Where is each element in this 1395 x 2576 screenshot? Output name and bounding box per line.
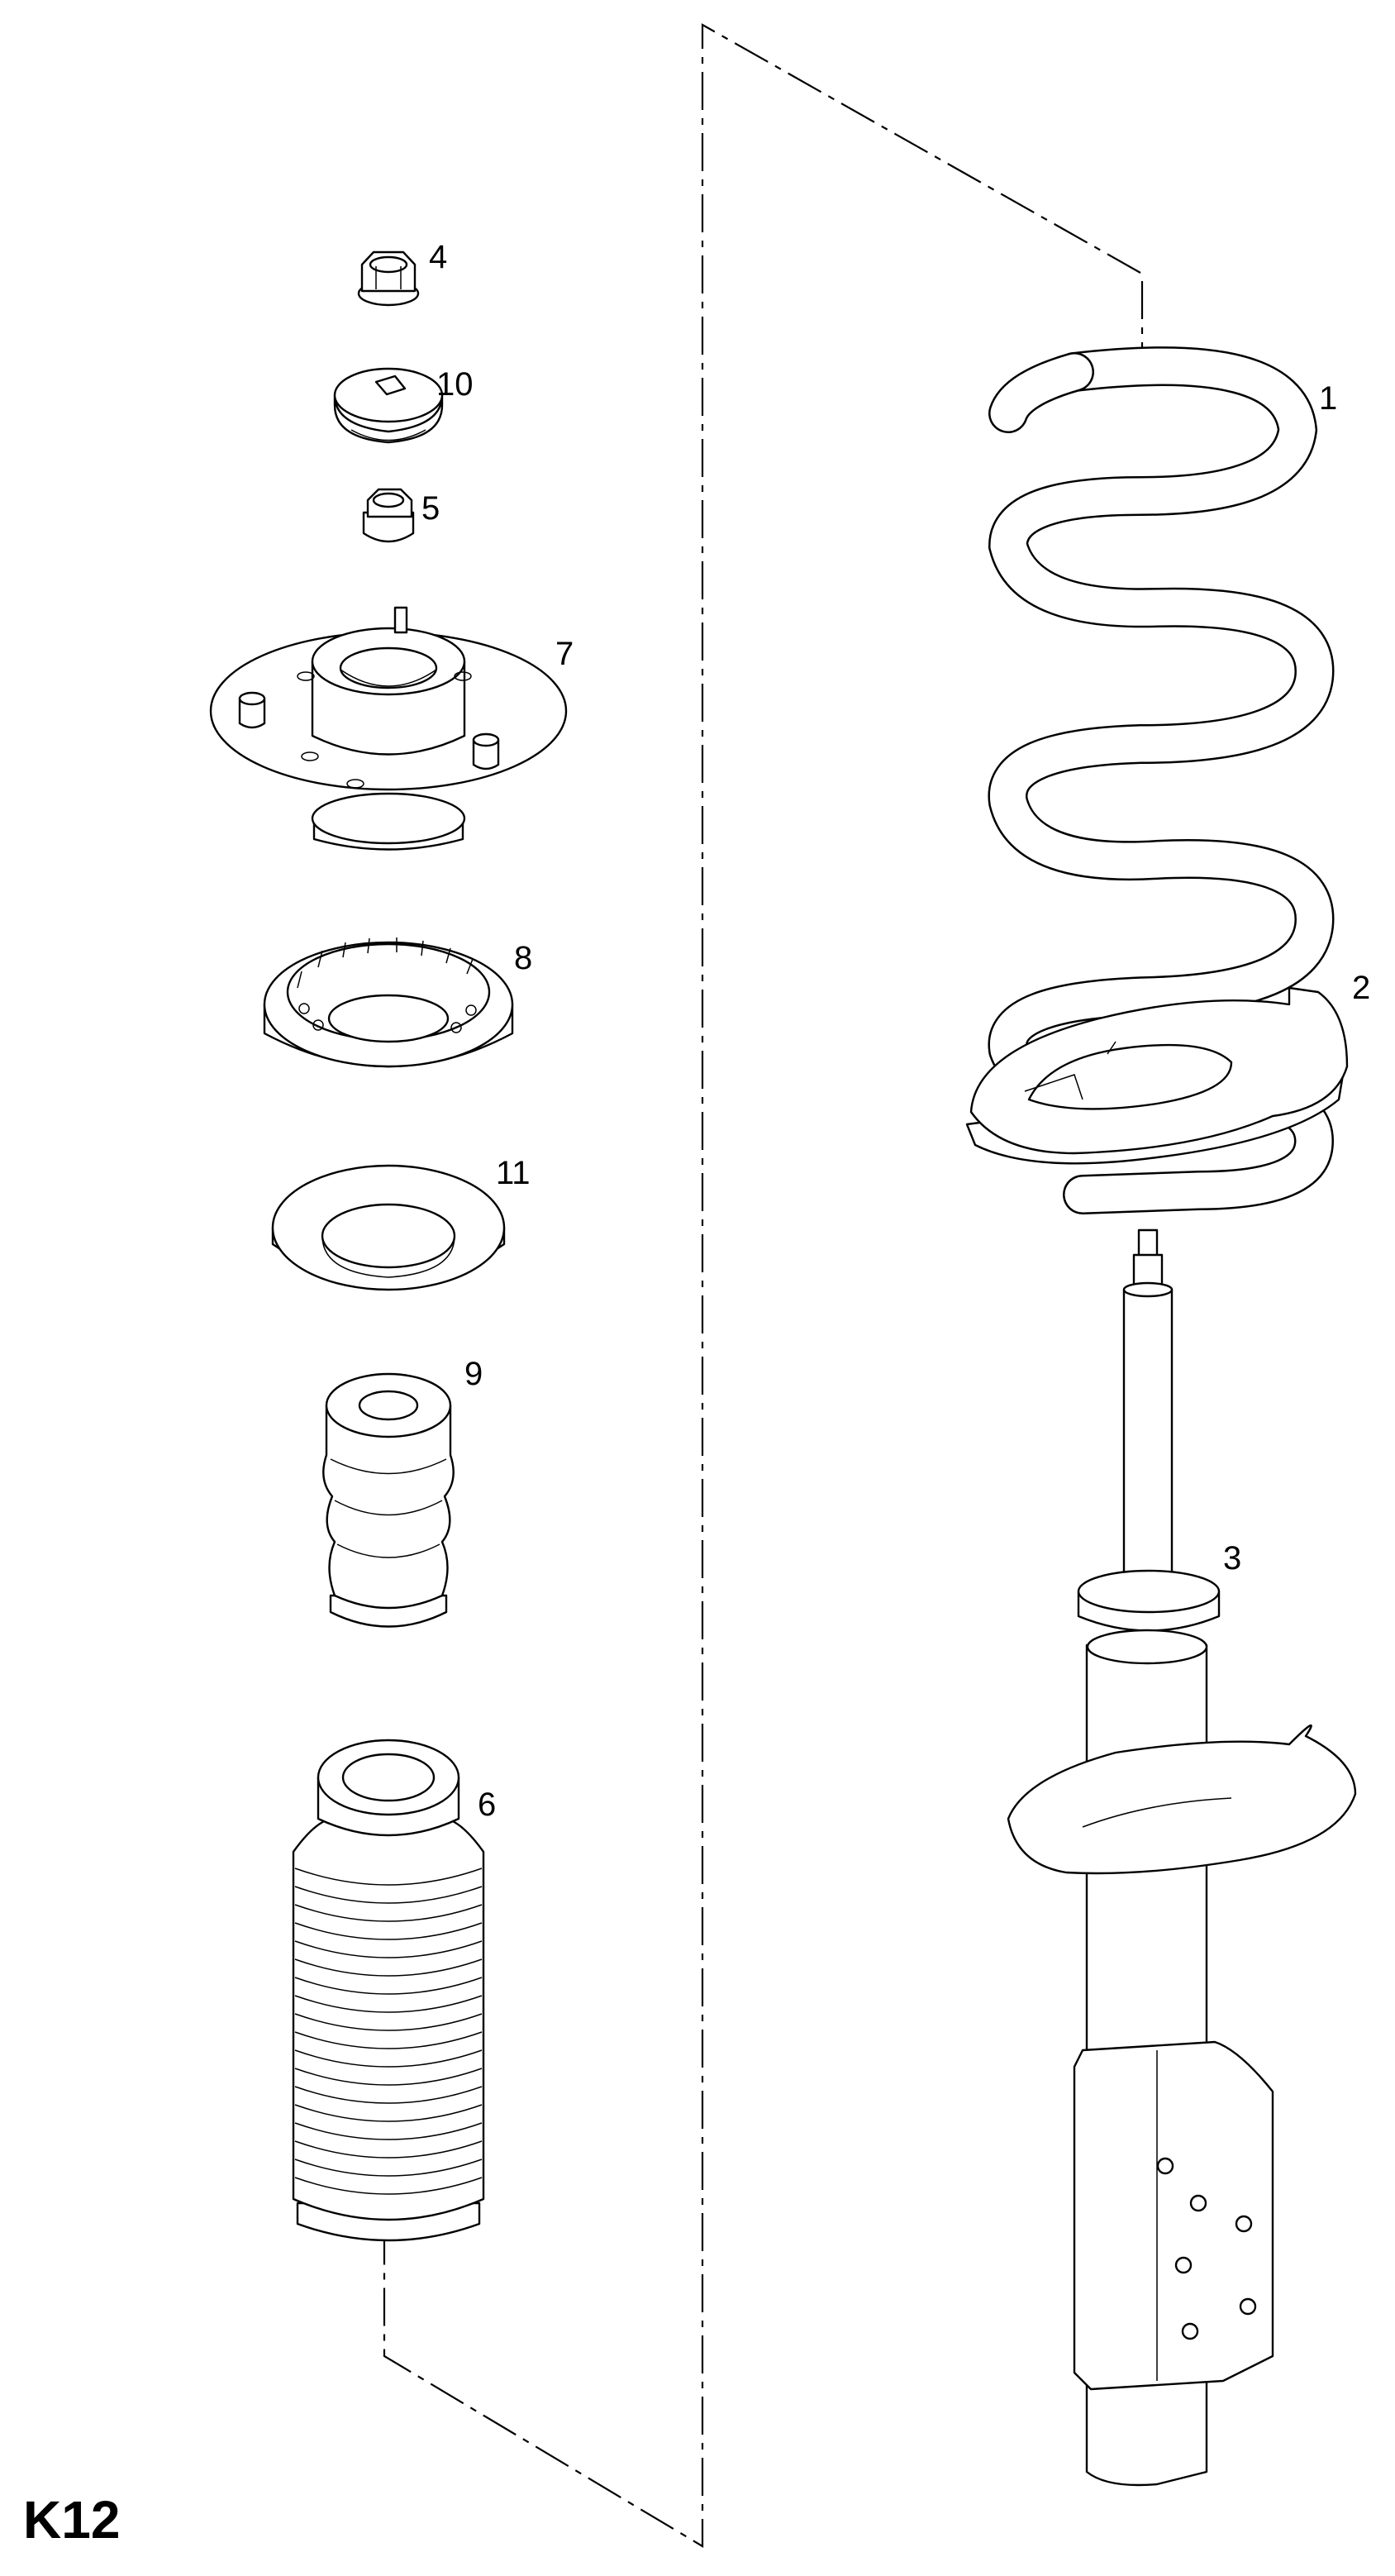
label-part-6: 6 xyxy=(478,1787,496,1823)
label-part-7: 7 xyxy=(555,636,574,672)
part-4-flange-nut[interactable] xyxy=(357,250,420,307)
part-2-spring-insulator[interactable] xyxy=(965,986,1349,1165)
part-9-bump-stop[interactable] xyxy=(322,1372,455,1628)
diagram-code: K12 xyxy=(23,2490,120,2550)
part-7-strut-mount[interactable] xyxy=(209,606,568,851)
label-part-10: 10 xyxy=(436,366,474,403)
part-3-strut[interactable] xyxy=(1007,1228,1357,2487)
part-6-dust-boot[interactable] xyxy=(292,1739,485,2242)
label-part-2: 2 xyxy=(1352,970,1370,1006)
label-part-1: 1 xyxy=(1319,380,1337,417)
part-5-nut[interactable] xyxy=(362,488,415,543)
label-part-9: 9 xyxy=(464,1356,483,1392)
label-part-5: 5 xyxy=(421,490,440,527)
part-8-bearing[interactable] xyxy=(263,937,514,1068)
part-10-cap[interactable] xyxy=(333,367,444,444)
label-part-3: 3 xyxy=(1223,1540,1241,1577)
assembly-dash-line xyxy=(383,23,1141,2548)
label-part-11: 11 xyxy=(496,1155,531,1191)
label-part-8: 8 xyxy=(514,940,532,976)
part-11-seat[interactable] xyxy=(271,1164,506,1291)
label-part-4: 4 xyxy=(429,239,447,275)
